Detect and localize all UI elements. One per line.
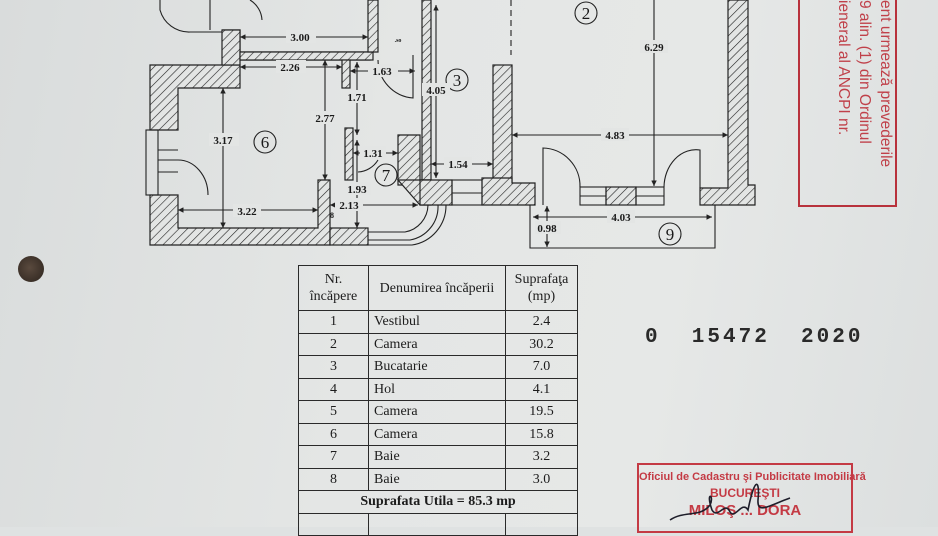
- dimension-labels: 3.00 2.26 1.63 1.71 2.77 3.17 4.05 1.31 …: [209, 30, 668, 235]
- cell-area: 15.8: [505, 422, 578, 446]
- cell-nr: 4: [298, 377, 369, 401]
- red-notice-stamp: ent urmează prevederile 9 alin. (1) din …: [798, 0, 897, 207]
- cell-name: Bucatarie: [368, 355, 506, 379]
- room-number-labels: [253, 1, 682, 246]
- cell-name: Vestibul: [368, 310, 506, 334]
- cell-nr: 7: [298, 445, 369, 469]
- cell-name: Hol: [368, 377, 506, 401]
- cell-name: Baie: [368, 445, 506, 469]
- dimension-label: 1.71: [347, 92, 366, 104]
- header-nr-line1: Nr.: [324, 272, 343, 287]
- room-number: 7: [382, 166, 391, 185]
- cell-nr: 8: [298, 467, 369, 491]
- dimension-label: 0.98: [537, 223, 557, 235]
- header-area: Suprafaţa (mp): [505, 265, 578, 311]
- room-circle-2: [574, 1, 598, 25]
- header-area-line2: (mp): [527, 289, 556, 304]
- room-circle-6: [253, 130, 277, 154]
- cell-name: Camera: [368, 400, 506, 424]
- room-circle-7: [374, 163, 398, 187]
- dimension-label: 3.17: [213, 135, 233, 147]
- dimension-label: 1.54: [448, 159, 468, 171]
- room-number: 2: [582, 4, 591, 23]
- room-label-small: .so: [395, 38, 402, 44]
- handwritten-signature: [669, 483, 791, 521]
- cell-area: 2.4: [505, 310, 578, 334]
- cell-name: Baie: [368, 467, 506, 491]
- room-circle-3: [445, 68, 469, 92]
- table-header-row: Nr. încăpere Denumirea încăperii Suprafaţ…: [298, 265, 578, 311]
- total-row: Suprafata Utila = 85.3 mp: [298, 490, 578, 514]
- punch-hole: [18, 256, 44, 282]
- dimension-label: 4.83: [605, 130, 625, 142]
- dimension-label: 3.22: [237, 206, 257, 218]
- dimension-label: 1.31: [363, 148, 382, 160]
- stamp-office-name: Oficiul de Cadastru şi Publicitate Imobi…: [639, 471, 866, 483]
- dimension-label: 1.93: [347, 184, 367, 196]
- dimension-label: 2.13: [339, 200, 359, 212]
- header-name: Denumirea încăperii: [368, 265, 506, 311]
- header-area-line1: Suprafaţa: [514, 272, 569, 287]
- header-nr: Nr. încăpere: [298, 265, 369, 311]
- cell-nr: 2: [298, 332, 369, 356]
- room-label-small: 8: [330, 211, 334, 220]
- red-stamp-text: ent urmează prevederile 9 alin. (1) din …: [833, 0, 896, 220]
- cell-area: 19.5: [505, 400, 578, 424]
- cell-name: Camera: [368, 422, 506, 446]
- dimension-label: 2.26: [280, 62, 300, 74]
- rooms-table: Nr. încăpere Denumirea încăperii Suprafaţ…: [298, 265, 578, 536]
- cell-nr: 6: [298, 422, 369, 446]
- red-stamp-line: 9 alin. (1) din Ordinul: [856, 0, 873, 144]
- cell-nr: 1: [298, 310, 369, 334]
- cell-area: 3.0: [505, 467, 578, 491]
- dimension-label: 3.00: [290, 32, 310, 44]
- stamp-city: BUCUREŞTI: [709, 486, 780, 500]
- dimension-label: 4.05: [426, 85, 446, 97]
- room-number: 6: [261, 133, 270, 152]
- cell-nr: 3: [298, 355, 369, 379]
- room-circle-9: [658, 222, 682, 246]
- dimension-label: 6.29: [644, 42, 664, 54]
- registration-number: 0 15472 2020: [645, 326, 864, 349]
- table-row-partial: [298, 512, 578, 536]
- room-number: 9: [666, 225, 675, 244]
- cell-area: 30.2: [505, 332, 578, 356]
- cell-nr: 5: [298, 400, 369, 424]
- room-number: 3: [453, 71, 462, 90]
- cell-area: 4.1: [505, 377, 578, 401]
- red-stamp-line: ieneral al ANCPI nr.: [835, 0, 852, 136]
- cell-name: Camera: [368, 332, 506, 356]
- cell-area: 3.2: [505, 445, 578, 469]
- dimension-label: 1.63: [372, 66, 392, 78]
- walls: [149, 0, 756, 246]
- red-stamp-line: ent urmează prevederile: [877, 0, 894, 168]
- cell-area: 7.0: [505, 355, 578, 379]
- stamp-person-name: MILOŞ ... DORA: [688, 502, 802, 519]
- dimension-label: 2.77: [315, 113, 335, 125]
- header-nr-line2: încăpere: [309, 289, 358, 304]
- total-area: Suprafata Utila = 85.3 mp: [298, 490, 578, 514]
- dimension-label: 4.03: [611, 212, 631, 224]
